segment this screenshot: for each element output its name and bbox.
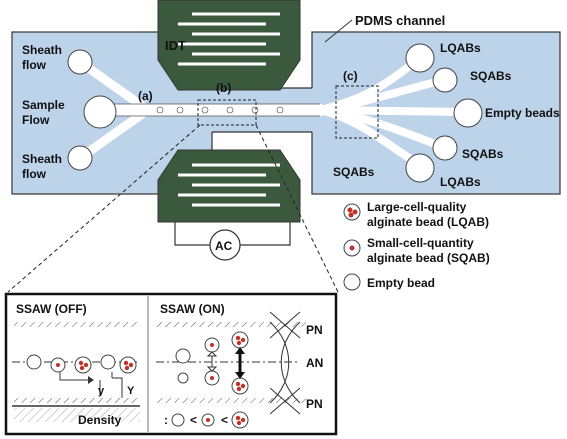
inset-panel [4,292,338,436]
outlet-label-lqab-top: LQABs [440,41,481,55]
pdms-label: PDMS channel [355,13,445,28]
small-cell-bead-icon [343,239,361,257]
outlet-label-lqab-bottom: LQABs [440,175,481,189]
sheath-bottom-line2: flow [22,167,47,181]
sheath-top-line1: Sheath [22,43,62,57]
large-cell-bead-icon [343,203,361,221]
density-sep-0: : [164,413,168,427]
pn-bottom-label: PN [306,397,323,411]
zoom-line-left [7,124,201,293]
outlet-ports [405,43,483,183]
idt-top [157,0,301,91]
legend-lqab-line1: Large-cell-quality [367,200,467,214]
zoom-line-right [255,124,339,293]
pdms-pointer [324,19,353,43]
ac-source [174,222,291,261]
pn-top-label: PN [306,323,323,337]
legend: Large-cell-quality alginate bead (LQAB) … [343,200,490,291]
region-b-box [197,99,257,126]
outlet-label-sqab-top: SQABs [470,69,512,83]
channel-outlines [100,103,320,117]
sqabs-bottom-label: SQABs [333,165,375,179]
legend-sqab-line2: alginate bead (SQAB) [367,251,490,265]
empty-bead-icon [343,273,361,291]
outlet-label-sqab-bottom: SQABs [462,147,504,161]
legend-sqab-line1: Small-cell-quantity [367,236,474,250]
microchannels [75,54,474,169]
sheath-bottom-line1: Sheath [22,152,62,166]
region-c-box [335,85,379,139]
region-a-label: (a) [138,89,153,103]
density-label: Density [78,413,122,427]
idt-label: IDT [165,38,186,53]
legend-lqab-line2: alginate bead (LQAB) [367,215,489,229]
ac-label: AC [215,239,233,253]
ssaw-off-title: SSAW (OFF) [16,302,87,316]
idt-bottom [157,149,301,223]
an-label: AN [306,356,323,370]
inlet-ports [67,49,117,171]
outlet-label-empty: Empty beads [485,106,560,120]
sample-line2: Flow [22,113,50,127]
y-small-label: y [98,385,105,397]
legend-empty-line1: Empty bead [367,276,435,290]
ssaw-on-title: SSAW (ON) [160,302,225,316]
region-c-label: (c) [343,69,358,83]
density-sep-1: < [190,413,197,427]
y-large-label: Y [127,385,135,397]
density-sep-2: < [221,413,228,427]
sample-line1: Sample [22,98,65,112]
region-b-label: (b) [216,81,231,95]
sheath-top-line2: flow [22,58,47,72]
